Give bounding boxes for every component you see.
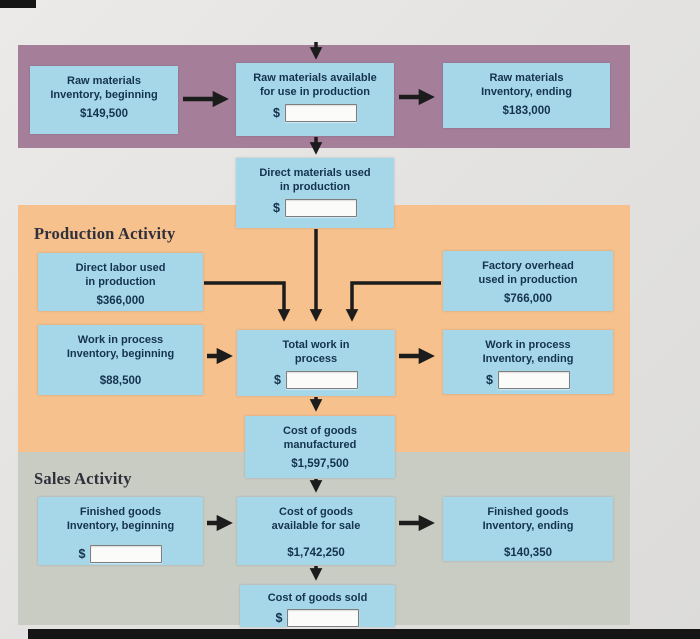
box-label: for use in production — [260, 86, 370, 98]
box-label: Raw materials — [489, 72, 564, 84]
dollar-sign: $ — [273, 106, 280, 120]
cogm-box: Cost of goods manufactured $1,597,500 — [245, 416, 395, 478]
box-label: Work in process — [77, 334, 164, 346]
box-label: Inventory, beginning — [66, 348, 175, 360]
wip-beginning-box: Work in process Inventory, beginning $88… — [38, 325, 203, 395]
dollar-sign: $ — [78, 547, 86, 561]
box-label: in production — [85, 276, 156, 288]
production-activity-title: Production Activity — [34, 224, 176, 243]
amount: $149,500 — [80, 108, 128, 120]
box-label: manufactured — [283, 439, 357, 451]
cogs-input[interactable] — [287, 609, 360, 627]
cogs-box: Cost of goods sold $ — [240, 585, 395, 627]
box-label: Total work in — [282, 339, 350, 351]
amount: $183,000 — [502, 105, 551, 117]
box-label: Inventory, ending — [482, 353, 574, 365]
raw-materials-ending-box: Raw materials Inventory, ending $183,000 — [443, 63, 610, 128]
fg-beginning-input[interactable] — [90, 545, 163, 563]
box-label: used in production — [478, 274, 578, 286]
box-label: available for sale — [271, 520, 361, 532]
raw-materials-available-box: Raw materials available for use in produ… — [236, 63, 394, 136]
amount: $366,000 — [96, 295, 145, 307]
box-label: Inventory, ending — [482, 520, 574, 532]
box-label: Finished goods — [79, 506, 162, 518]
amount: $1,742,250 — [287, 547, 345, 559]
box-label: Direct materials used — [259, 167, 371, 179]
factory-overhead-box: Factory overhead used in production $766… — [443, 251, 613, 311]
box-label: Raw materials — [67, 75, 141, 87]
direct-labor-box: Direct labor used in production $366,000 — [38, 253, 203, 311]
box-label: Inventory, ending — [481, 86, 572, 98]
direct-materials-used-input[interactable] — [284, 199, 357, 217]
box-label: Inventory, beginning — [66, 520, 175, 532]
dollar-sign: $ — [274, 373, 281, 387]
direct-materials-used-box: Direct materials used in production $ — [236, 158, 394, 228]
box-label: Inventory, beginning — [50, 89, 158, 101]
box-label: Finished goods — [487, 506, 569, 518]
fg-ending-box: Finished goods Inventory, ending $140,35… — [443, 497, 613, 561]
amount: $1,597,500 — [291, 458, 349, 470]
amount: $140,350 — [504, 547, 552, 559]
sales-activity-title: Sales Activity — [34, 469, 132, 488]
fg-beginning-box: Finished goods Inventory, beginning $ — [38, 497, 203, 565]
dollar-sign: $ — [486, 373, 493, 387]
box-label: Factory overhead — [482, 260, 574, 272]
raw-materials-beginning-box: Raw materials Inventory, beginning $149,… — [30, 66, 178, 134]
box-label: Cost of goods — [279, 506, 353, 518]
box-label: Cost of goods — [283, 425, 357, 437]
box-label: Direct labor used — [75, 262, 166, 274]
top-left-dark-patch — [0, 0, 36, 8]
raw-materials-available-input[interactable] — [284, 104, 357, 122]
box-label: in production — [279, 181, 351, 193]
bottom-black-bar — [28, 629, 700, 639]
box-label: Cost of goods sold — [267, 592, 368, 604]
dollar-sign: $ — [273, 201, 280, 215]
dollar-sign: $ — [275, 611, 283, 625]
amount: $88,500 — [99, 375, 142, 387]
total-wip-input[interactable] — [285, 371, 358, 389]
box-label: process — [294, 353, 338, 365]
total-wip-box: Total work in process $ — [237, 330, 395, 396]
box-label: Work in process — [485, 339, 571, 351]
wip-ending-box: Work in process Inventory, ending $ — [443, 330, 613, 394]
cog-available-box: Cost of goods available for sale $1,742,… — [237, 497, 395, 565]
wip-ending-input[interactable] — [497, 371, 570, 389]
amount: $766,000 — [504, 293, 552, 305]
box-label: Raw materials available — [253, 72, 377, 84]
